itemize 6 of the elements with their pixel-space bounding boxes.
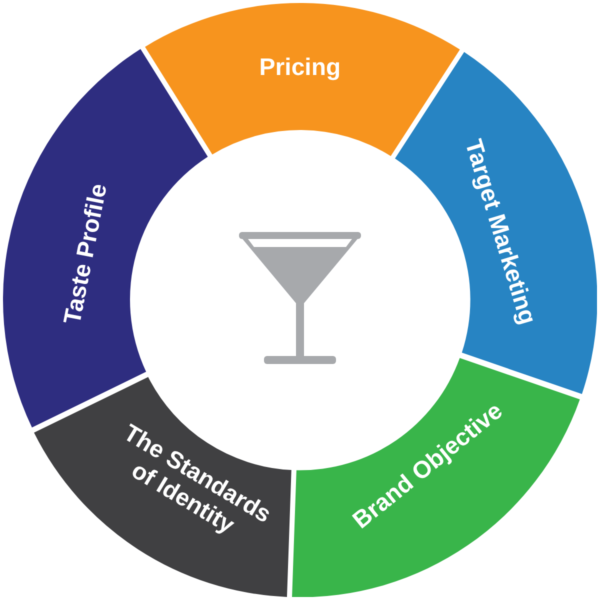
- segment-label: Pricing: [258, 54, 342, 82]
- ring-segment: [34, 376, 292, 597]
- ring-segment: [144, 3, 460, 156]
- ring-segment: [394, 52, 597, 394]
- segment-label: Taste Profile: [58, 180, 114, 328]
- ring-segment: [292, 358, 580, 597]
